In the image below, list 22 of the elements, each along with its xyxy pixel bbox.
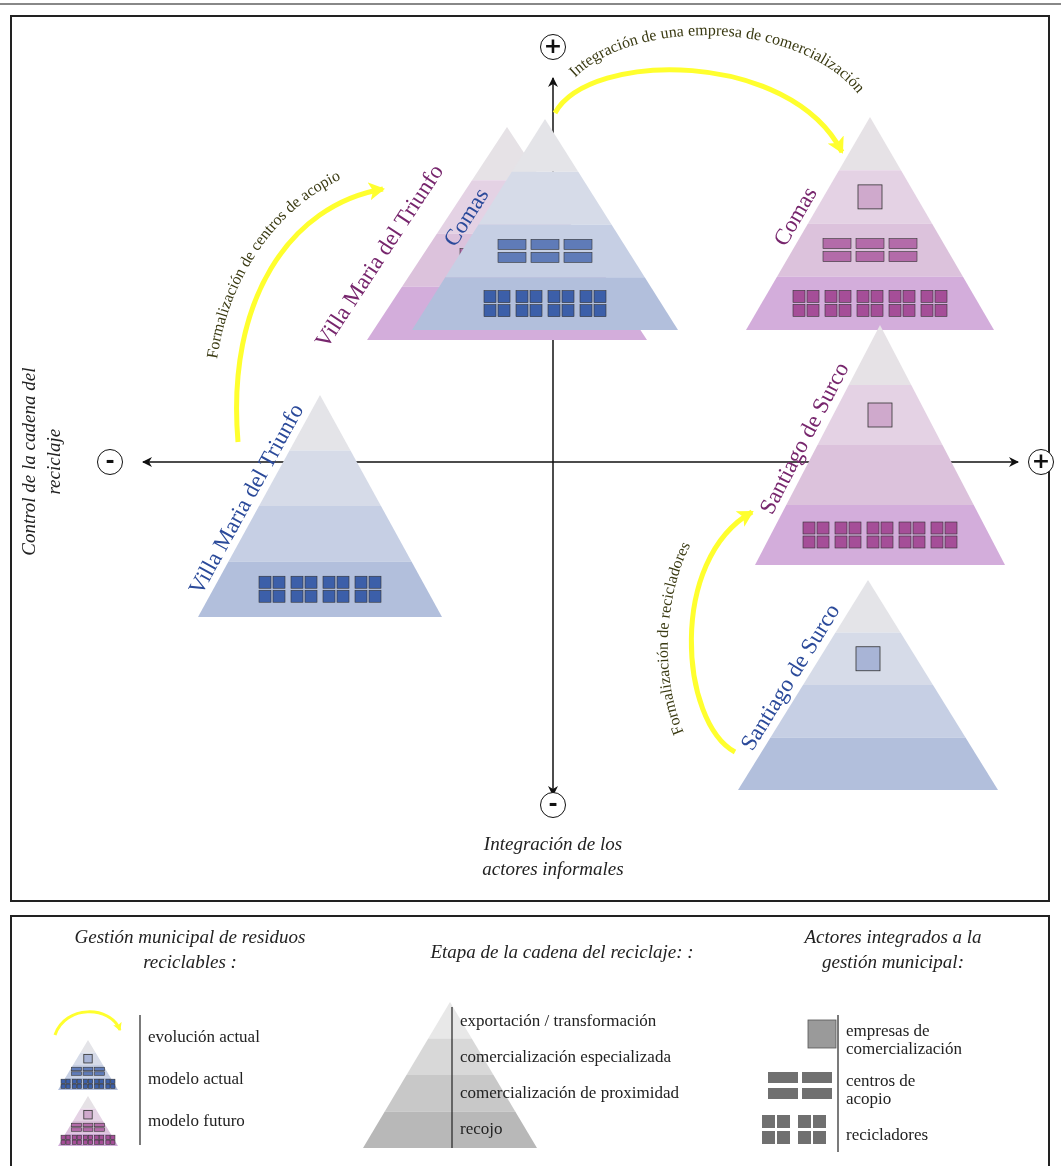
legend-label: recicladores — [846, 1126, 929, 1144]
legend-label: exportación / transformación — [460, 1012, 657, 1030]
legend-label: recojo — [460, 1120, 503, 1138]
legend-label: comercialización especializada — [460, 1048, 671, 1066]
legend-title: Etapa de la cadena del reciclaje: : — [429, 940, 695, 964]
axis-sign: + — [540, 34, 566, 60]
axis-label: Control de la cadena del reciclaje — [17, 366, 65, 558]
legend-label: empresas de comercialización — [846, 1022, 964, 1058]
legend-label: comercialización de proximidad — [460, 1084, 680, 1102]
legend-label: modelo futuro — [148, 1112, 245, 1130]
legend-label: modelo actual — [148, 1070, 244, 1088]
axis-sign: - — [97, 449, 123, 475]
axis-sign: - — [540, 792, 566, 818]
curved-arrow — [234, 183, 385, 443]
legend-title: Gestión municipal de residuos reciclables : — [73, 925, 307, 974]
legend-title: Actores integrados a la gestión municipal: — [802, 925, 983, 974]
curved-arrow — [688, 510, 754, 754]
axis-label: Integración de los actores informales — [481, 832, 625, 881]
legend-label: centros de acopio — [846, 1072, 917, 1108]
curved-arrow — [553, 67, 845, 154]
axis-sign: + — [1028, 449, 1054, 475]
legend-label: evolución actual — [148, 1028, 260, 1046]
